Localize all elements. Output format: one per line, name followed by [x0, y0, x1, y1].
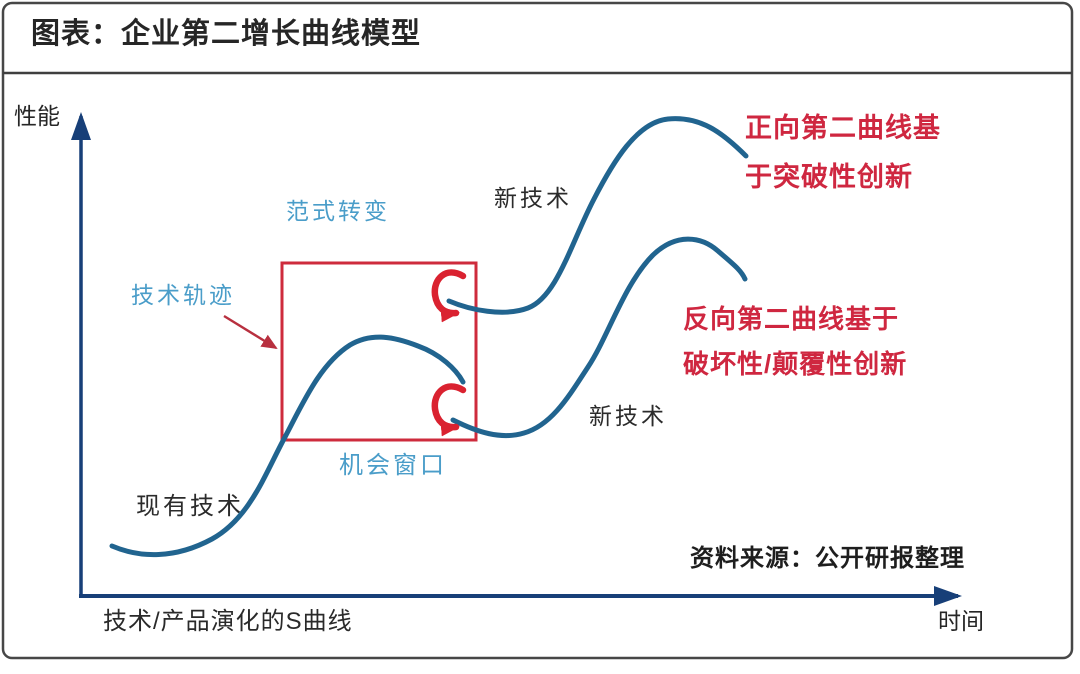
curve-forward-second: [446, 116, 749, 315]
figure-title: 图表：企业第二增长曲线模型: [31, 18, 422, 50]
paradigm-shift-label: 范式转变: [286, 198, 390, 224]
curve-reverse-second: [450, 236, 748, 439]
jump-arrow-bottom: [431, 383, 467, 437]
reverse-curve-annotation-line2: 破坏性/颠覆性创新: [683, 349, 908, 379]
x-axis-label: 时间: [938, 608, 984, 634]
new-tech-lower-label: 新技术: [589, 403, 667, 429]
curve-existing-tech: [109, 334, 466, 558]
trajectory-pointer-arrow: [223, 314, 278, 350]
forward-curve-annotation-line2: 于突破性创新: [745, 162, 913, 192]
source-note: 资料来源：公开研报整理: [690, 545, 965, 572]
reverse-curve-annotation-line1: 反向第二曲线基于: [683, 304, 900, 334]
figure-border: [1, 1, 1074, 660]
existing-tech-label: 现有技术: [136, 493, 244, 520]
opportunity-window-box: [280, 261, 478, 442]
y-axis-label: 性能: [14, 103, 60, 129]
x-axis-caption: 技术/产品演化的S曲线: [103, 608, 353, 635]
reverse-curve-annotation: 反向第二曲线基于 破坏性/颠覆性创新: [683, 297, 907, 387]
forward-curve-annotation: 正向第二曲线基 于突破性创新: [745, 104, 941, 202]
forward-curve-annotation-line1: 正向第二曲线基: [745, 113, 941, 143]
new-tech-upper-label: 新技术: [494, 185, 572, 211]
opportunity-window-label: 机会窗口: [339, 452, 447, 479]
tech-trajectory-label: 技术轨迹: [131, 282, 235, 308]
jump-arrow-top: [431, 269, 467, 323]
